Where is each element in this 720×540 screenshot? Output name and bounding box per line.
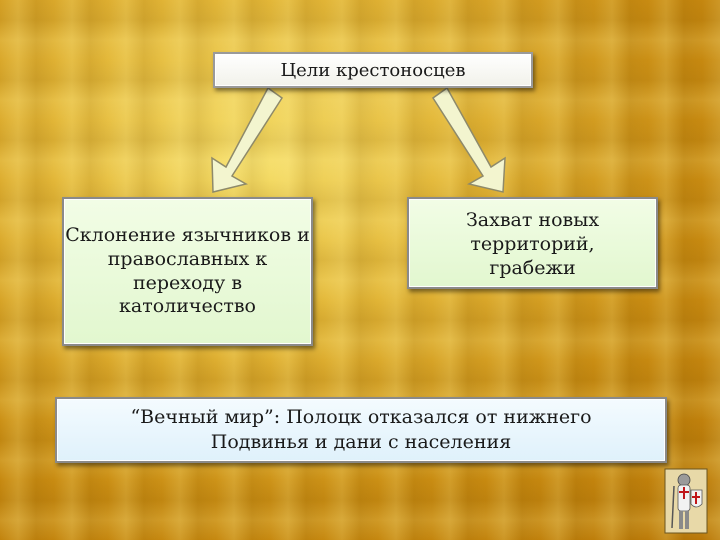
goal-conquest-box: Захват новых территорий, грабежи <box>407 197 658 289</box>
arrow-icon <box>433 88 505 192</box>
goal-conquest-text: Захват новых территорий, грабежи <box>409 209 656 280</box>
goal-conversion-text: Склонение язычников и православных к пер… <box>64 224 311 319</box>
result-box: “Вечный мир”: Полоцк отказался от нижнег… <box>55 397 667 463</box>
knight-icon <box>664 468 708 534</box>
arrow-icon <box>212 88 282 192</box>
result-text: “Вечный мир”: Полоцк отказался от нижнег… <box>57 405 665 454</box>
diagram-title-box: Цели крестоносцев <box>213 52 533 88</box>
goal-conversion-box: Склонение язычников и православных к пер… <box>62 197 313 346</box>
diagram-title: Цели крестоносцев <box>280 60 465 81</box>
